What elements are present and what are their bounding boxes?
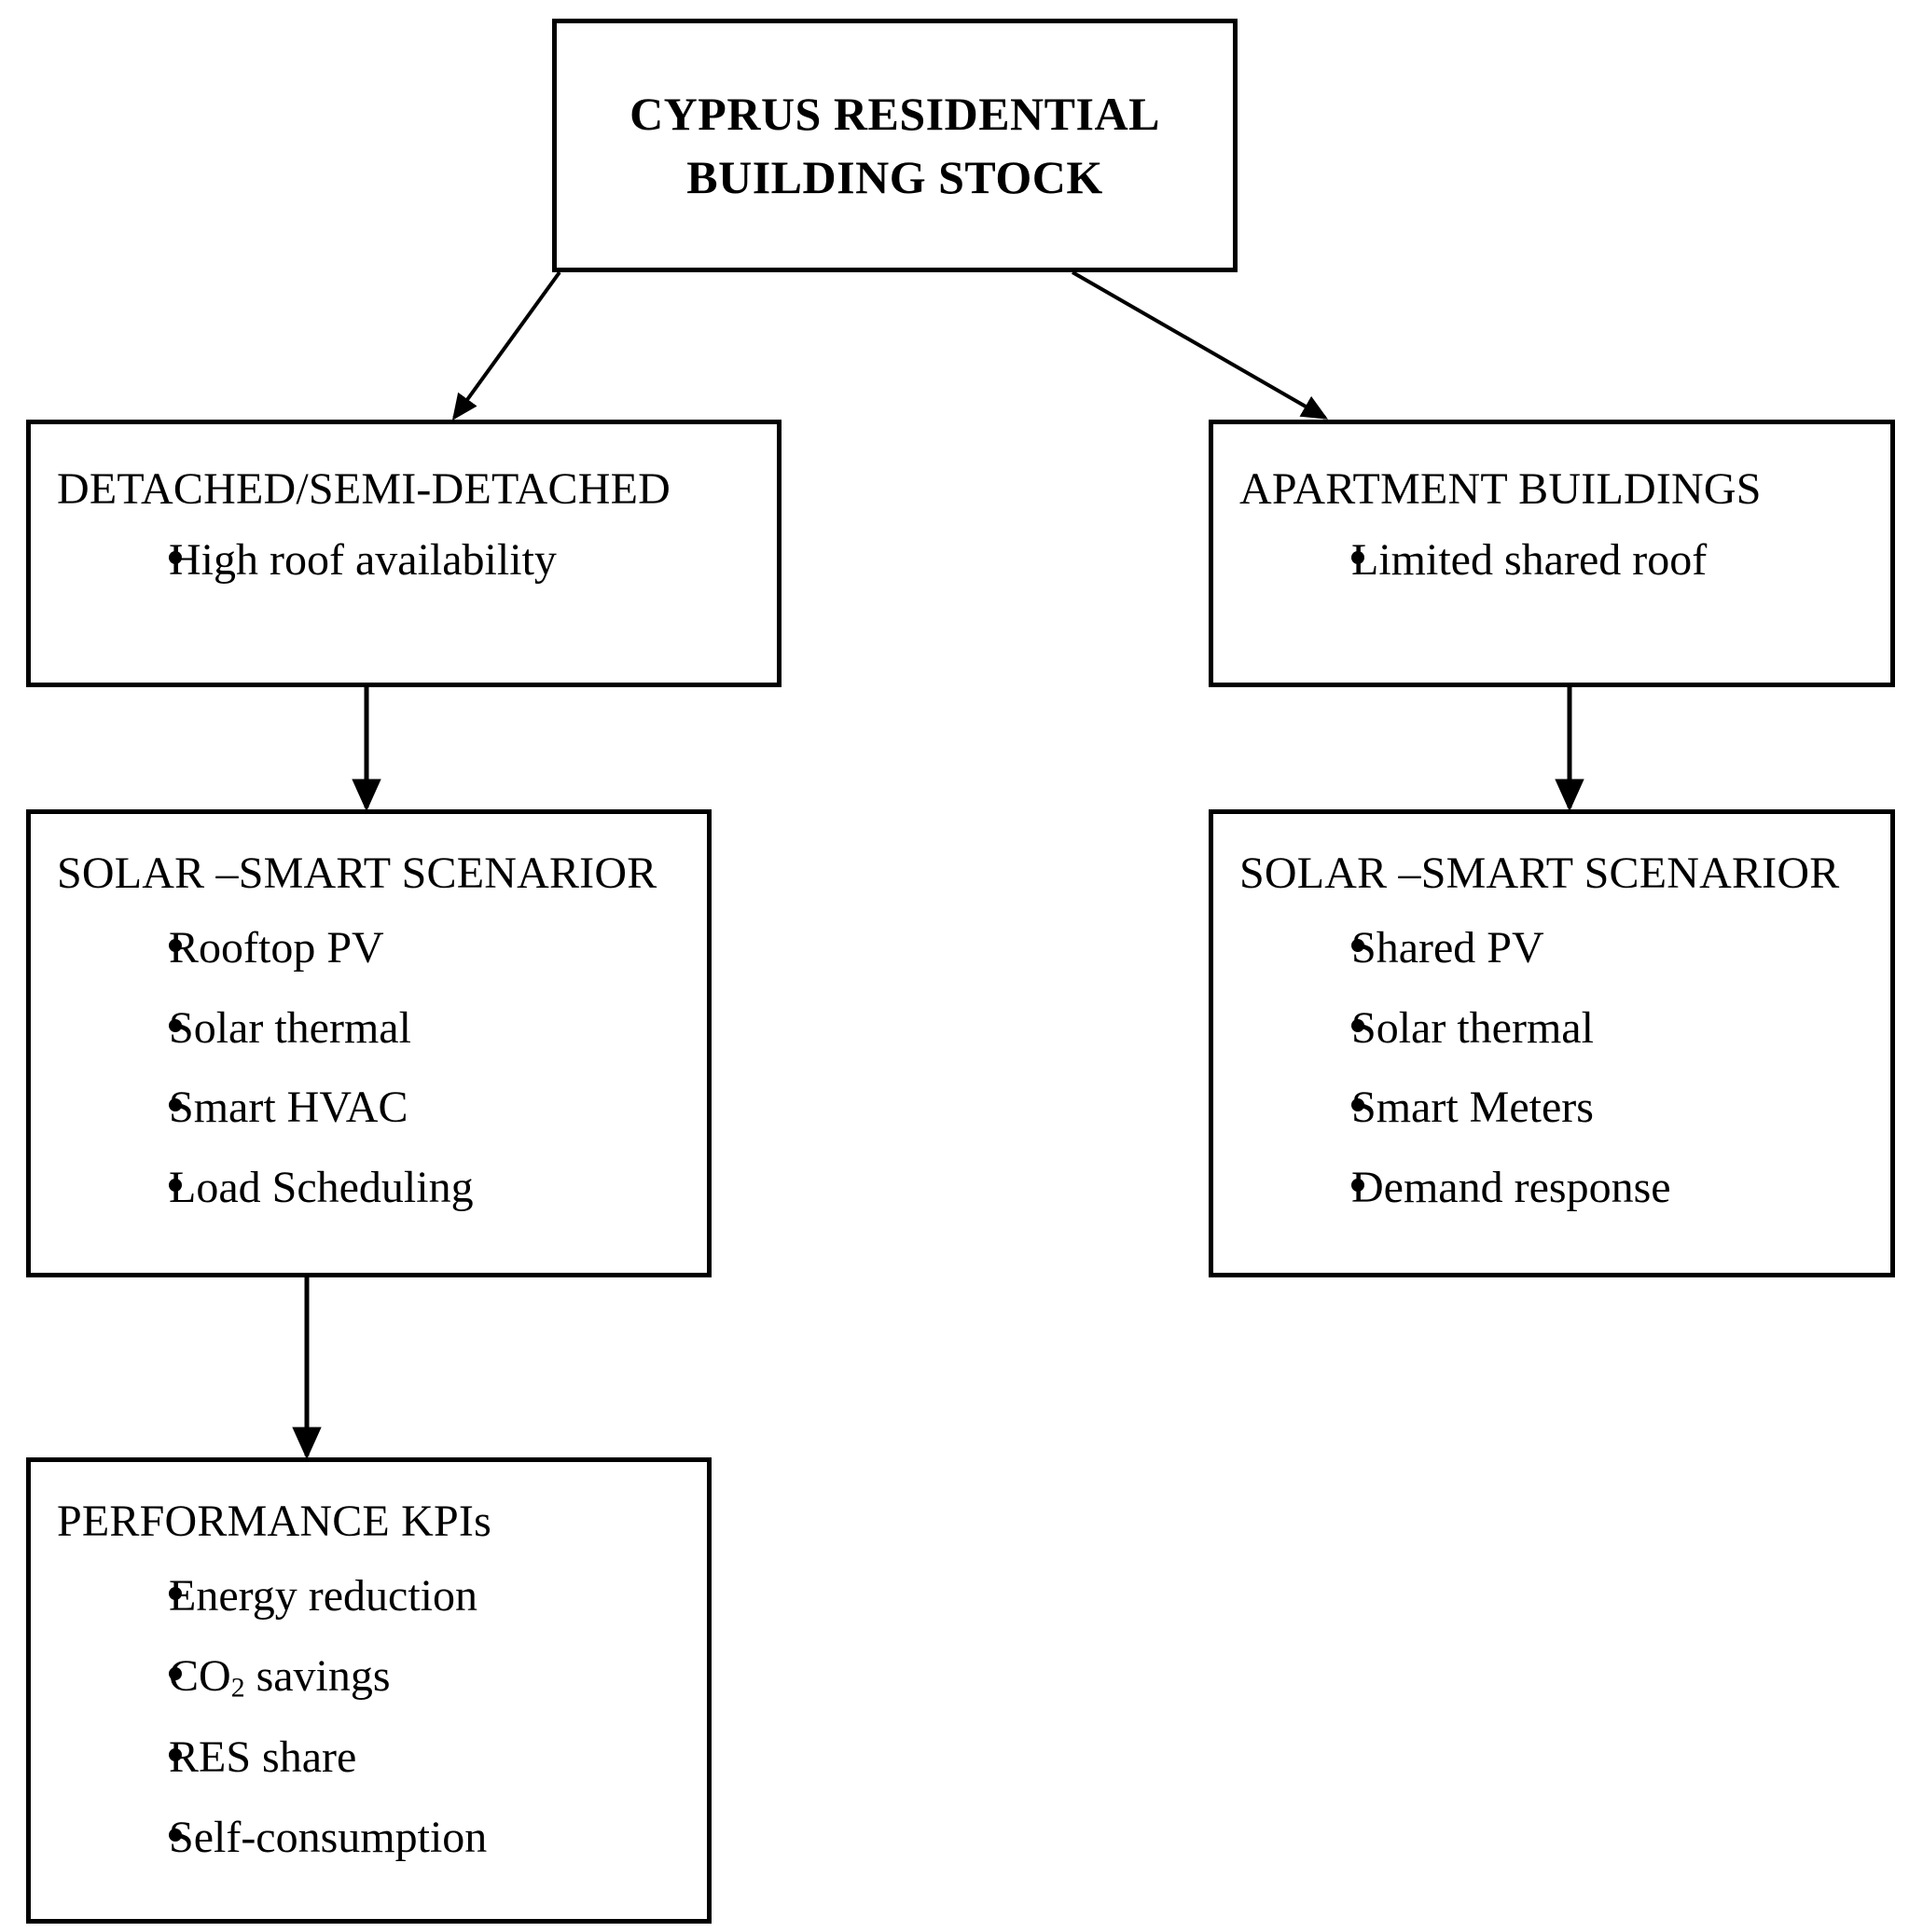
bullet-dot-icon — [169, 1098, 182, 1112]
bullet-label: Solar thermal — [169, 1002, 411, 1053]
bullet-label: RES share — [169, 1732, 357, 1783]
list-item: High roof availability — [169, 535, 777, 586]
edge-root-to-detached — [451, 270, 561, 421]
list-item: Shared PV — [1351, 923, 1890, 973]
list-item: Energy reduction — [169, 1571, 707, 1622]
bullet-label: Limited shared roof — [1351, 534, 1708, 585]
bullet-label: Smart Meters — [1351, 1083, 1594, 1133]
node-apartment-bullet-list: Limited shared roof — [1239, 535, 1890, 586]
bullet-label: Demand response — [1351, 1163, 1671, 1213]
bullet-dot-icon — [1351, 1018, 1364, 1032]
edge-root-to-apartment — [1072, 270, 1329, 420]
list-item: Rooftop PV — [169, 923, 707, 973]
node-apartment-heading: APARTMENT BUILDINGS — [1239, 464, 1762, 514]
bullet-dot-icon — [1351, 1098, 1364, 1112]
node-kpis-heading: PERFORMANCE KPIs — [57, 1497, 491, 1546]
node-scenario-apartment-bullet-list: Shared PV Solar thermal Smart Meters Dem… — [1239, 923, 1890, 1213]
node-scenario-detached-bullet-list: Rooftop PV Solar thermal Smart HVAC Load… — [57, 923, 707, 1213]
node-detached-semi-detached[interactable]: DETACHED/SEMI-DETACHED High roof availab… — [26, 420, 782, 687]
node-scenario-apartment-heading: SOLAR –SMART SCENARIOR — [1239, 849, 1840, 898]
bullet-label: High roof availability — [169, 534, 557, 585]
co2-savings-tail: savings — [244, 1650, 391, 1701]
bullet-dot-icon — [169, 1828, 182, 1842]
bullet-label: Smart HVAC — [169, 1083, 408, 1133]
list-item: CO2 savings — [169, 1651, 707, 1704]
list-item: Load Scheduling — [169, 1163, 707, 1213]
node-detached-heading: DETACHED/SEMI-DETACHED — [57, 464, 671, 514]
bullet-dot-icon — [1351, 550, 1364, 564]
bullet-label: Energy reduction — [169, 1570, 478, 1621]
node-performance-kpis[interactable]: PERFORMANCE KPIs Energy reduction CO2 sa… — [26, 1457, 712, 1924]
list-item: Limited shared roof — [1351, 535, 1890, 586]
bullet-label: Shared PV — [1351, 922, 1544, 973]
node-solar-smart-scenario-detached[interactable]: SOLAR –SMART SCENARIOR Rooftop PV Solar … — [26, 809, 712, 1277]
bullet-label: Solar thermal — [1351, 1002, 1594, 1053]
bullet-dot-icon — [169, 1586, 182, 1600]
node-scenario-detached-heading: SOLAR –SMART SCENARIOR — [57, 849, 657, 898]
bullet-dot-icon — [1351, 1179, 1364, 1193]
node-cyprus-residential-building-stock[interactable]: CYPRUS RESIDENTIAL BUILDING STOCK — [552, 19, 1238, 272]
bullet-dot-icon — [169, 550, 182, 564]
bullet-label: Load Scheduling — [169, 1163, 474, 1213]
bullet-dot-icon — [169, 938, 182, 952]
bullet-label: Self-consumption — [169, 1813, 488, 1863]
bullet-dot-icon — [169, 1018, 182, 1032]
list-item: Self-consumption — [169, 1813, 707, 1863]
root-title-line-1: CYPRUS RESIDENTIAL — [629, 88, 1160, 140]
node-apartment-buildings[interactable]: APARTMENT BUILDINGS Limited shared roof — [1209, 420, 1895, 687]
bullet-dot-icon — [1351, 938, 1364, 952]
list-item: Smart Meters — [1351, 1083, 1890, 1133]
co2-subscript: 2 — [230, 1672, 245, 1704]
list-item: Demand response — [1351, 1163, 1890, 1213]
bullet-label-co2: CO2 savings — [169, 1651, 391, 1704]
bullet-label: Rooftop PV — [169, 922, 384, 973]
list-item: Solar thermal — [1351, 1003, 1890, 1054]
root-title-line-2: BUILDING STOCK — [686, 151, 1103, 203]
bullet-dot-icon — [169, 1666, 182, 1680]
list-item: Smart HVAC — [169, 1083, 707, 1133]
node-solar-smart-scenario-apartment[interactable]: SOLAR –SMART SCENARIOR Shared PV Solar t… — [1209, 809, 1895, 1277]
node-detached-bullet-list: High roof availability — [57, 535, 777, 586]
list-item: Solar thermal — [169, 1003, 707, 1054]
bullet-dot-icon — [169, 1179, 182, 1193]
bullet-dot-icon — [169, 1748, 182, 1762]
list-item: RES share — [169, 1732, 707, 1783]
node-kpis-bullet-list: Energy reduction CO2 savings RES share S… — [57, 1571, 707, 1863]
